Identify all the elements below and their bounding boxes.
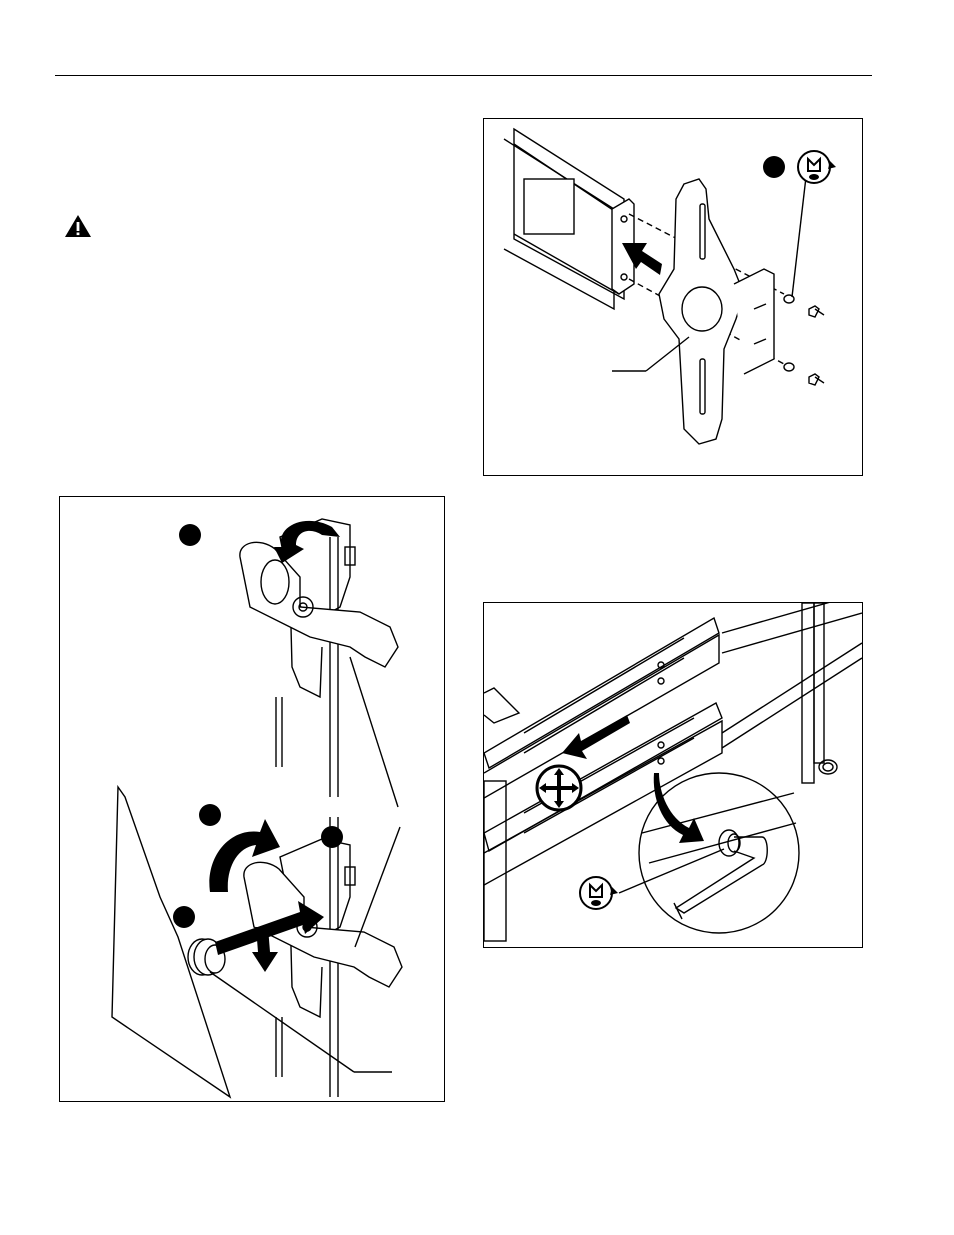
figure-side-bracket — [59, 496, 445, 1102]
warning-triangle-icon — [64, 214, 92, 238]
step-bullet-icon — [179, 524, 201, 546]
screwdriver-rotate-icon — [580, 877, 618, 909]
move-icon — [537, 766, 581, 810]
figure-adapter-plate — [483, 118, 863, 476]
screwdriver-rotate-icon — [798, 151, 836, 183]
rail-adjust-drawing — [484, 603, 862, 947]
adapter-plate-drawing — [484, 119, 862, 475]
step-bullet-icon — [321, 826, 343, 848]
step-bullet-icon — [199, 804, 221, 826]
step-bullet-icon — [763, 156, 785, 178]
side-bracket-drawing — [60, 497, 444, 1101]
figure-rail-adjust — [483, 602, 863, 948]
step-bullet-icon — [173, 906, 195, 928]
header-rule — [55, 75, 872, 76]
